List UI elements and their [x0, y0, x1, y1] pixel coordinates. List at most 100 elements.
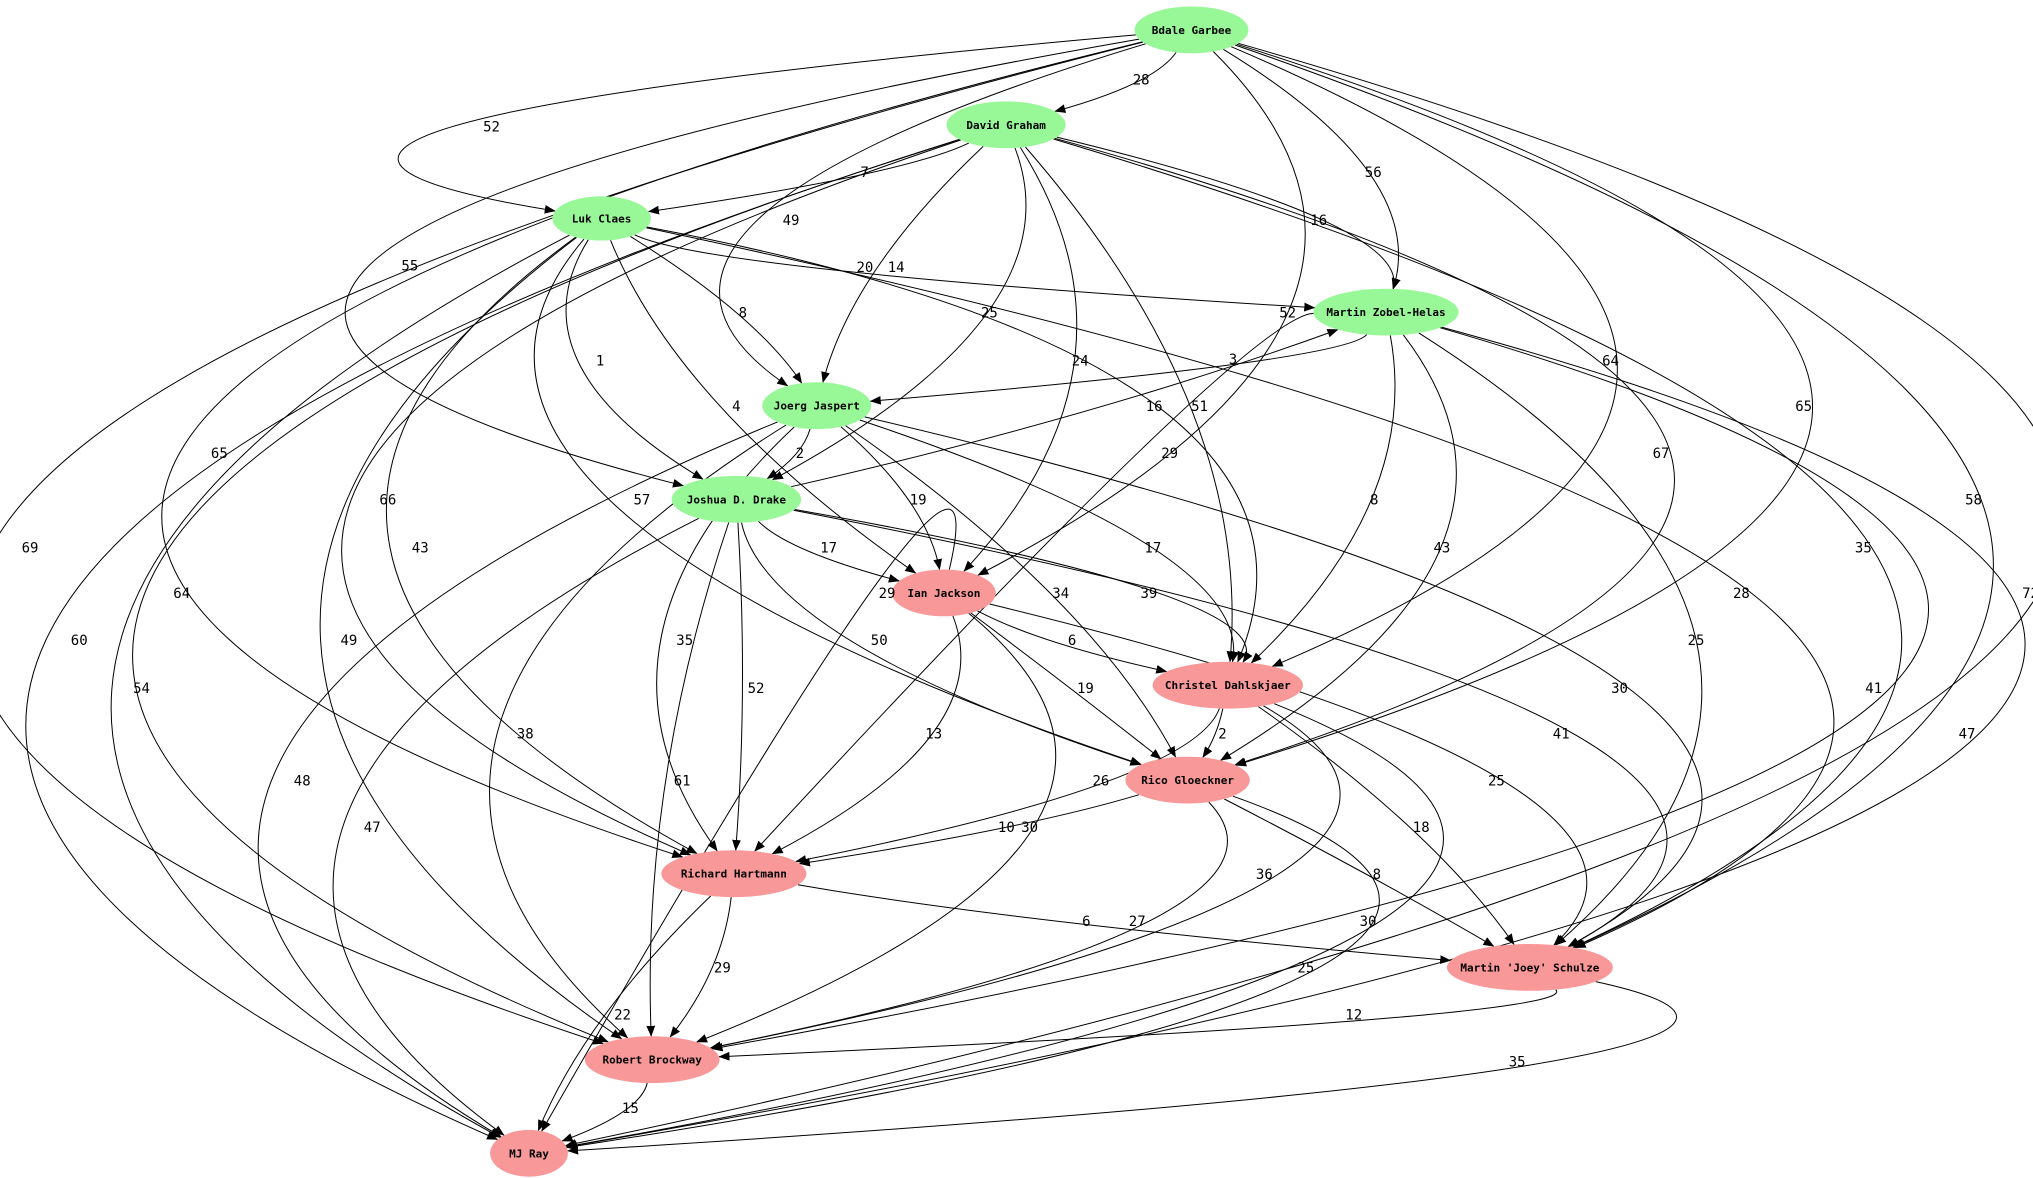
edge-luk-to-joerg: [630, 235, 803, 384]
edge-label-zobel-to-mj: 47: [1959, 727, 1976, 743]
edge-label-bdale-to-luk: 52: [483, 119, 500, 135]
node-mj[interactable]: MJ Ray: [490, 1129, 568, 1177]
edge-david-to-joey: [1053, 138, 1903, 948]
edge-label-david-to-robert: 64: [173, 586, 190, 602]
node-label-joshua: Joshua D. Drake: [687, 493, 787, 506]
edge-label-bdale-to-christel: 64: [1602, 354, 1619, 370]
edge-luk-to-mj: [110, 234, 570, 1138]
edge-bdale-to-mj: [565, 42, 2033, 1148]
node-label-bdale: Bdale Garbee: [1152, 24, 1232, 37]
edge-label-joerg-to-rico: 34: [1052, 586, 1069, 602]
edge-david-to-zobel: [1056, 136, 1401, 290]
edge-label-david-to-christel: 51: [1191, 399, 1208, 415]
edge-david-to-mj: [25, 139, 960, 1140]
edge-rico-to-mj: [566, 795, 1380, 1151]
edge-label-zobel-to-richard: 29: [1161, 446, 1178, 462]
node-shape-richard: [661, 850, 807, 898]
edge-joshua-to-zobel: [791, 329, 1339, 488]
node-shape-christel: [1152, 661, 1304, 709]
node-shape-ian: [892, 569, 996, 617]
edge-christel-to-mj: [565, 703, 1444, 1150]
edge-ian-to-mj: [541, 508, 957, 1132]
edge-label-rico-to-mj: 25: [1297, 961, 1314, 977]
edge-label-christel-to-mj: 30: [1360, 914, 1377, 930]
edge-bdale-to-robert: [0, 41, 1144, 1045]
node-shape-bdale: [1134, 6, 1249, 54]
edge-label-david-to-joey: 35: [1855, 541, 1872, 557]
edge-label-david-to-richard: 66: [379, 493, 396, 509]
node-label-robert: Robert Brockway: [603, 1054, 703, 1067]
edge-joshua-to-christel: [794, 509, 1253, 663]
edge-label-zobel-to-rico: 43: [1434, 541, 1451, 557]
edge-label-christel-to-richard: 26: [1093, 773, 1110, 789]
edge-label-joerg-to-robert: 38: [517, 727, 534, 743]
edge-label-joshua-to-joey: 41: [1553, 727, 1570, 743]
edge-bdale-to-david: [1054, 52, 1177, 113]
edge-bdale-to-ian: [977, 51, 1306, 576]
edge-label-zobel-to-robert: 41: [1865, 681, 1882, 697]
node-label-mj: MJ Ray: [509, 1147, 549, 1160]
edge-luk-to-ian: [610, 240, 917, 574]
edge-label-joerg-to-richard: 35: [676, 633, 693, 649]
node-shape-zobel: [1313, 288, 1459, 336]
edge-ian-to-christel: [977, 610, 1168, 674]
edge-label-luk-to-ian: 4: [732, 399, 740, 415]
edge-label-david-to-joerg: 14: [888, 260, 905, 276]
edge-bdale-to-joerg: [719, 43, 1146, 387]
edge-bdale-to-christel: [1231, 46, 1618, 667]
edge-label-joerg-to-mj: 48: [294, 773, 311, 789]
node-label-ian: Ian Jackson: [907, 587, 980, 600]
edge-joerg-to-robert: [489, 424, 787, 1039]
edge-label-luk-to-joey: 28: [1733, 586, 1750, 602]
edge-label-luk-to-joshua: 1: [596, 354, 604, 370]
node-ian[interactable]: Ian Jackson: [892, 569, 996, 617]
edge-joerg-to-ian: [840, 426, 943, 571]
node-rico[interactable]: Rico Gloeckner: [1125, 756, 1250, 804]
edge-label-rico-to-richard: 10: [998, 820, 1015, 836]
edge-label-christel-to-robert: 36: [1256, 867, 1273, 883]
edge-label-david-to-ian: 24: [1072, 354, 1089, 370]
node-richard[interactable]: Richard Hartmann: [661, 850, 807, 898]
node-bdale[interactable]: Bdale Garbee: [1134, 6, 1249, 54]
edge-christel-to-joey: [1258, 706, 1515, 945]
node-shape-joshua: [671, 475, 802, 523]
node-label-zobel: Martin Zobel-Helas: [1326, 306, 1445, 319]
edge-label-luk-to-joerg: 8: [739, 305, 747, 321]
node-joerg[interactable]: Joerg Jaspert: [762, 382, 872, 430]
edge-labels-layer: 2852564955526465655869727161425245167663…: [22, 73, 2033, 1117]
edge-david-to-joerg: [821, 146, 984, 383]
node-joey[interactable]: Martin 'Joey' Schulze: [1446, 944, 1613, 991]
edge-label-ian-to-richard: 13: [925, 727, 942, 743]
edge-label-ian-to-robert: 30: [1021, 820, 1038, 836]
edge-label-joerg-to-christel: 17: [1144, 541, 1161, 557]
edge-label-luk-to-christel: 16: [1146, 399, 1163, 415]
edge-ian-to-rico: [970, 612, 1162, 760]
edge-rico-to-joey: [1224, 798, 1495, 947]
edge-label-joshua-to-mj: 47: [364, 820, 381, 836]
node-robert[interactable]: Robert Brockway: [584, 1036, 720, 1084]
edge-joey-to-mj: [567, 981, 1677, 1155]
edge-joerg-to-joshua: [766, 428, 811, 480]
node-david[interactable]: David Graham: [946, 101, 1066, 149]
edge-label-luk-to-rico: 57: [634, 493, 651, 509]
node-zobel[interactable]: Martin Zobel-Helas: [1313, 288, 1459, 336]
edge-luk-to-richard: [385, 236, 698, 855]
edge-zobel-to-joey: [1418, 332, 1703, 946]
edge-ian-to-robert: [696, 613, 1057, 1043]
node-luk[interactable]: Luk Claes: [552, 196, 651, 241]
node-label-joerg: Joerg Jaspert: [774, 400, 860, 413]
edge-david-to-richard: [341, 139, 961, 856]
edge-label-bdale-to-robert: 69: [22, 541, 39, 557]
edge-label-david-to-joshua: 25: [981, 305, 998, 321]
node-joshua[interactable]: Joshua D. Drake: [671, 475, 802, 523]
edge-luk-to-rico: [533, 238, 1142, 766]
edge-joshua-to-mj: [332, 517, 700, 1136]
node-christel[interactable]: Christel Dahlskjaer: [1152, 661, 1304, 709]
edge-david-to-ian: [963, 147, 1078, 572]
edge-zobel-to-mj: [565, 326, 2026, 1150]
edge-richard-to-robert: [669, 897, 732, 1038]
edge-joshua-to-robert: [646, 522, 730, 1037]
edge-label-joey-to-mj: 35: [1509, 1054, 1526, 1070]
edge-label-joshua-to-christel: 39: [1141, 586, 1158, 602]
